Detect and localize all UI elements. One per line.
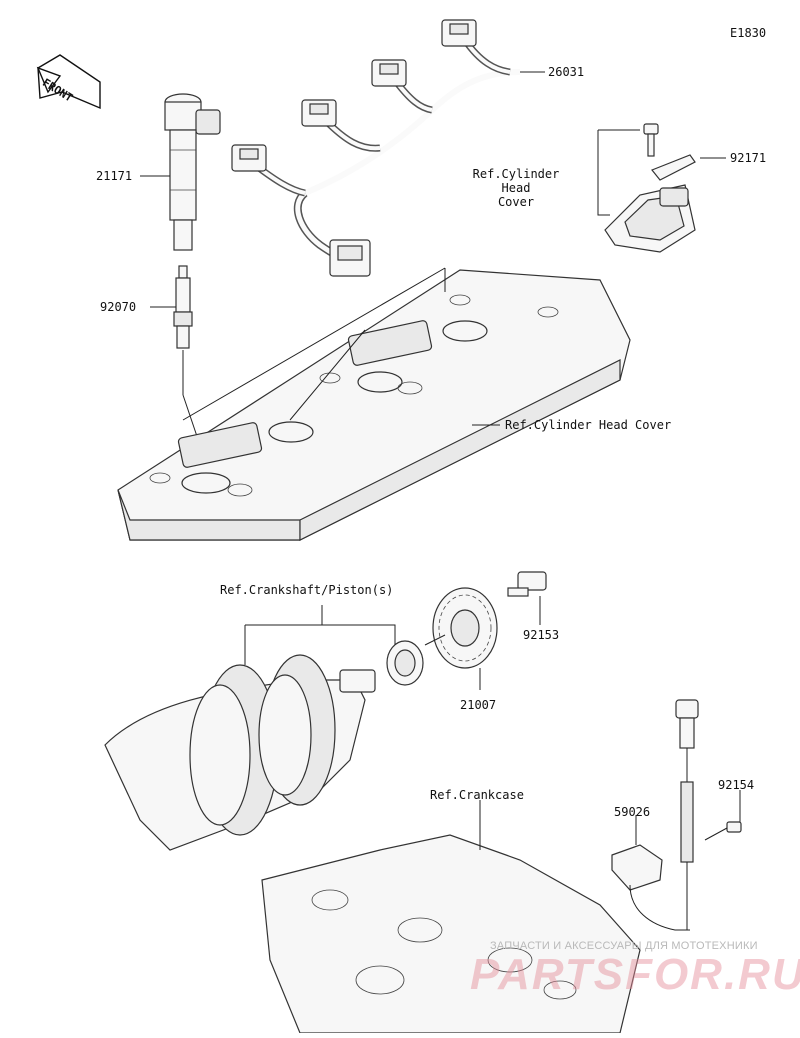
small-cover-drawing — [597, 123, 726, 253]
cylinder-head-cover-drawing — [117, 267, 631, 541]
label-ref-crankcase: Ref.Crankcase — [430, 788, 524, 802]
label-21007: 21007 — [460, 698, 497, 712]
label-92171: 92171 — [730, 151, 767, 165]
spark-plug-drawing — [173, 265, 206, 461]
front-arrow-icon — [36, 54, 101, 110]
label-26031: 26031 — [548, 65, 585, 79]
label-59026: 59026 — [614, 805, 651, 819]
wiring-harness-drawing — [231, 19, 521, 277]
diagram-code: E1830 — [730, 26, 767, 40]
label-92070: 92070 — [100, 300, 137, 314]
ignition-coil-drawing — [164, 93, 221, 251]
sensor-assembly-drawing — [611, 699, 742, 931]
leader-lines — [140, 71, 545, 308]
label-ref-cylinder-head-cover: Ref.Cylinder Head Cover — [505, 418, 672, 432]
label-21171: 21171 — [96, 169, 133, 183]
label-ref-crankshaft-piston: Ref.Crankshaft/Piston(s) — [220, 583, 394, 597]
label-92153: 92153 — [523, 628, 560, 642]
label-92154: 92154 — [718, 778, 755, 792]
crankcase-drawing — [261, 800, 641, 1034]
watermark-brand: PARTSFOR.RU — [470, 950, 800, 999]
crankshaft-drawing — [104, 605, 424, 851]
timing-rotor-drawing — [424, 571, 547, 690]
label-ref-cylinder-head-cover-small: Ref.Cylinder Head Cover — [472, 167, 560, 209]
watermark-tagline: ЗАПЧАСТИ И АКСЕССУАРЫ ДЛЯ МОТОТЕХНИКИ — [490, 940, 758, 952]
